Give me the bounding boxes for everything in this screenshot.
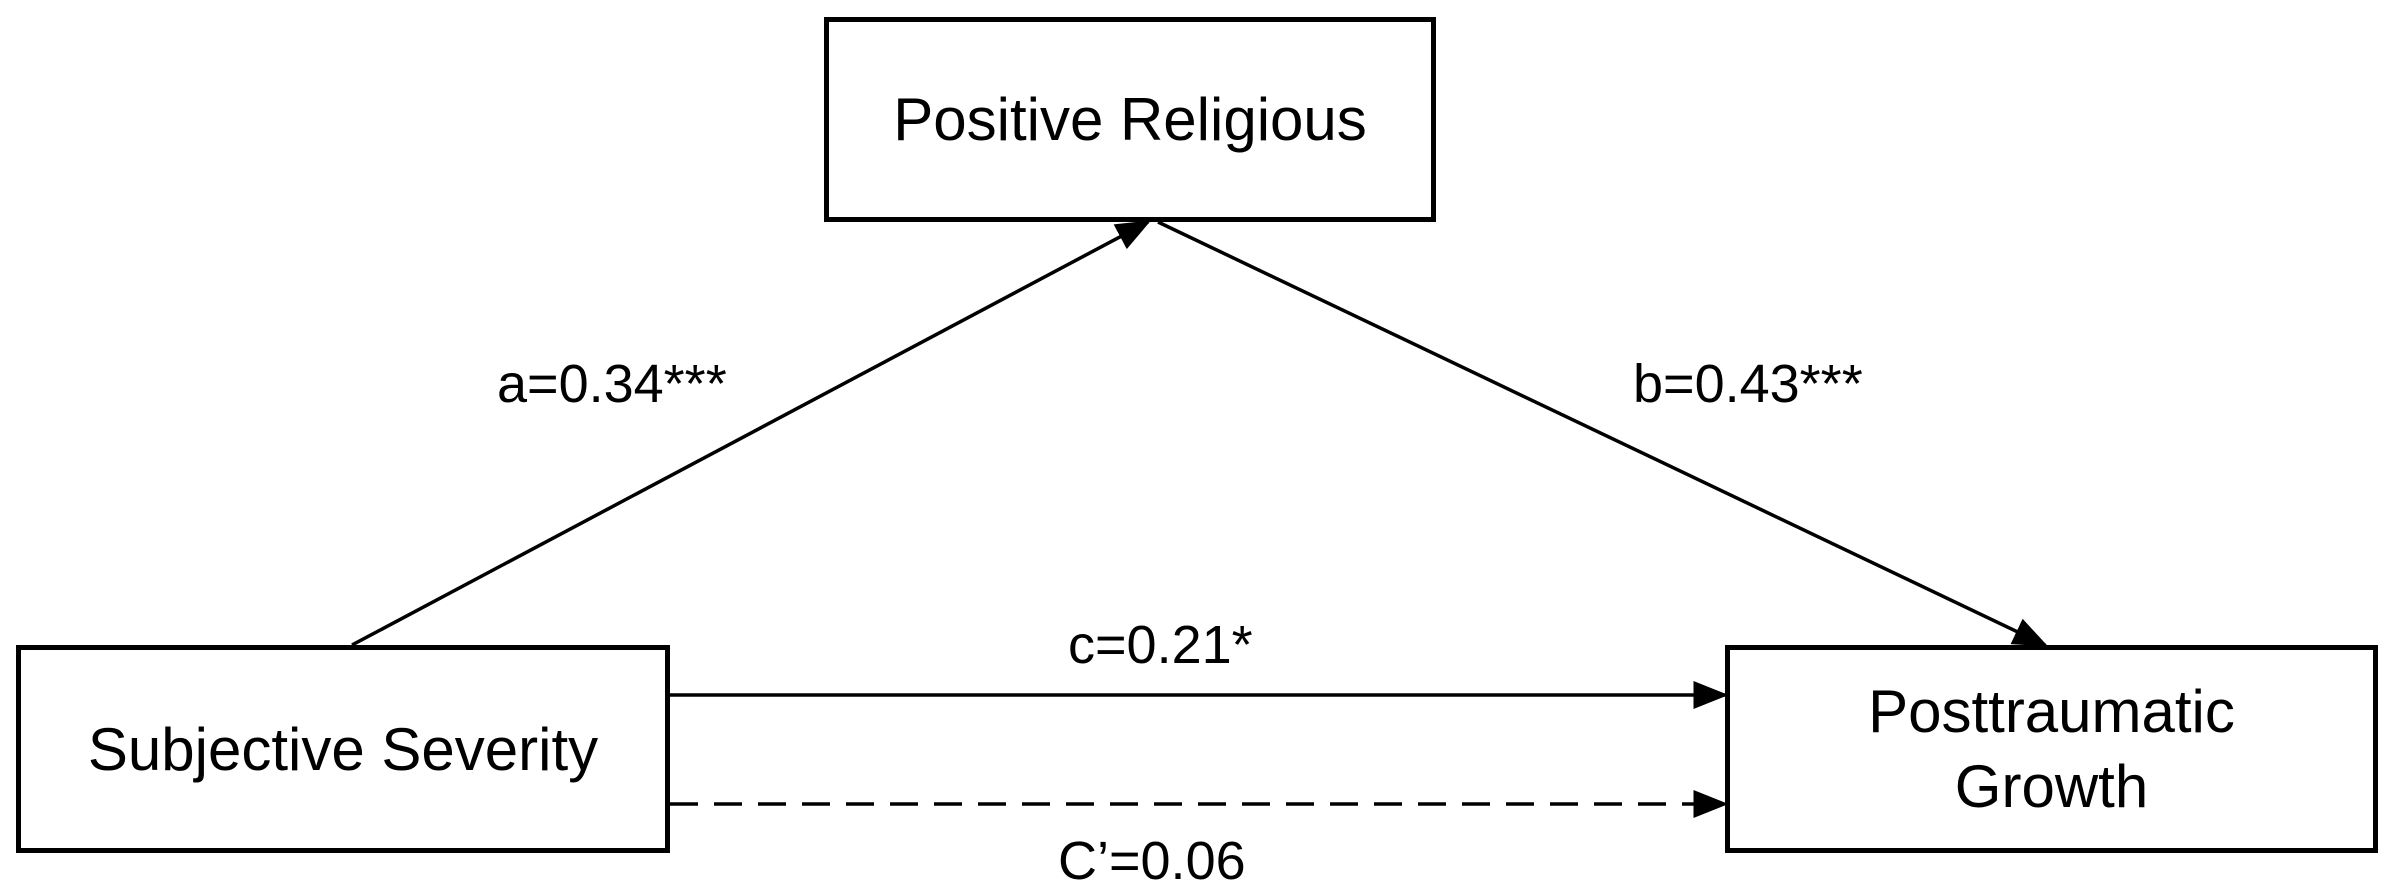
- path-c-prime-coefficient: C’=0.06: [1058, 831, 1246, 891]
- path-b-coefficient: b=0.43***: [1633, 354, 1863, 414]
- outcome-label: Posttraumatic Growth: [1868, 678, 2235, 820]
- predictor-box: Subjective Severity: [16, 645, 670, 853]
- mediator-box: Positive Religious: [824, 17, 1436, 222]
- path-a-coefficient: a=0.34***: [497, 354, 727, 414]
- path-c-coefficient: c=0.21*: [1068, 615, 1253, 675]
- outcome-box: Posttraumatic Growth: [1725, 645, 2378, 853]
- mediator-label: Positive Religious: [893, 86, 1367, 153]
- path-a-arrow: [351, 220, 1152, 647]
- path-b-arrow: [1157, 220, 2049, 647]
- predictor-label: Subjective Severity: [87, 715, 599, 783]
